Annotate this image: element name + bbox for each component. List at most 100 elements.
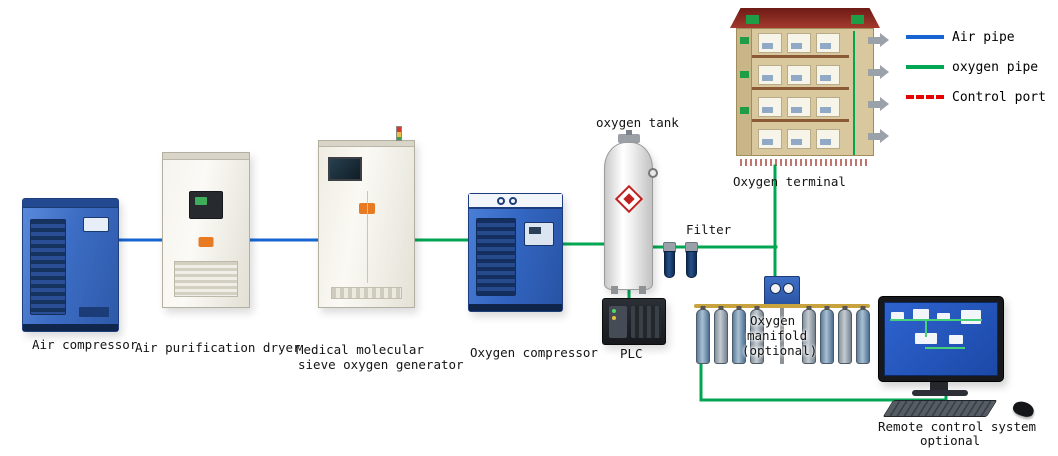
brand-ring-icon [497, 197, 505, 205]
oxygen-manifold-label-line2: manifold [747, 328, 808, 343]
monitor-base [912, 390, 968, 396]
scada-line [890, 319, 982, 321]
building-caption-text [740, 159, 870, 166]
manifold-header-pipe [694, 304, 870, 308]
dryer-control-panel [189, 191, 223, 219]
scada-line [925, 347, 965, 349]
oxygen-manifold-label-line1: Oxygen [750, 313, 796, 328]
oxygen-generator-label-line2: sieve oxygen generator [298, 357, 464, 372]
monitor [878, 296, 1004, 382]
scada-node-icon [913, 309, 929, 320]
keyboard [882, 400, 998, 417]
oxygen-compressor-vent-grille [476, 218, 516, 296]
outlet-arrow-icon [868, 97, 889, 111]
legend-label: oxygen pipe [952, 59, 1039, 75]
ward-room-icon [816, 65, 840, 85]
outlet-arrow-icon [868, 65, 889, 79]
plc-status-led-icon [612, 309, 616, 313]
ward-room-icon [787, 33, 811, 53]
building-body [736, 28, 889, 156]
oxygen-generator-unit [318, 126, 415, 308]
filter-label: Filter [686, 222, 732, 237]
outlet-arrow-icon [868, 33, 889, 47]
legend-label: Control port [952, 89, 1046, 105]
dryer-top-panel [163, 153, 249, 160]
plc-io-module [631, 306, 661, 338]
legend-item-control-port: Control port [906, 88, 1056, 106]
manifold-control-box [764, 276, 800, 306]
filter-canister-icon [685, 242, 698, 278]
monitor-neck [930, 382, 948, 391]
ward-room-icon [787, 129, 811, 149]
tank-valve-icon [617, 134, 640, 143]
oxygen-manifold-label-line3: (optional) [742, 343, 818, 358]
oxygen-compressor-control-panel [524, 222, 554, 246]
pressure-gauge-icon [648, 168, 658, 178]
filter-canister-icon [663, 242, 676, 278]
air-pipe-swatch-icon [906, 35, 944, 39]
building-roof [730, 8, 880, 28]
dryer-vent-grille [174, 261, 238, 297]
building-floor [752, 93, 849, 122]
filter-assembly [660, 236, 706, 280]
building-oxygen-riser-pipe [853, 31, 855, 155]
gas-cylinder-icon [732, 309, 746, 364]
air-compressor-base [23, 324, 118, 331]
oxygen-compressor-base [469, 304, 562, 311]
air-purification-dryer-label: Air purification dryer [135, 340, 301, 355]
legend: Air pipe oxygen pipe Control port [906, 28, 1056, 118]
building-floor [752, 125, 849, 154]
gas-cylinder-icon [820, 309, 834, 364]
gas-cylinder-icon [802, 309, 816, 364]
ward-room-icon [758, 129, 782, 149]
roof-sign-icon [851, 15, 864, 24]
remote-control-label-line2: optional [920, 433, 981, 448]
legend-item-air-pipe: Air pipe [906, 28, 1056, 46]
generator-top-panel [319, 141, 414, 147]
oxygen-terminal-building [730, 8, 889, 168]
generator-hmi-screen [328, 157, 362, 181]
ward-room-icon [787, 65, 811, 85]
oxygen-compressor-brand-band [469, 194, 562, 209]
gas-cylinder-icon [714, 309, 728, 364]
scada-node-icon [949, 335, 963, 344]
scada-node-icon [961, 310, 981, 324]
gas-cylinder-icon [750, 309, 764, 364]
plc-controller [602, 298, 666, 345]
remote-control-station [878, 296, 1038, 422]
monitor-screen [884, 302, 998, 376]
gas-cylinder-icon [838, 309, 852, 364]
air-purification-dryer-unit [162, 152, 250, 308]
legend-item-oxygen-pipe: oxygen pipe [906, 58, 1056, 76]
floor-tag-icon [740, 71, 749, 78]
plc-label: PLC [620, 346, 643, 361]
oxygen-pipe-swatch-icon [906, 65, 944, 69]
ward-room-icon [816, 33, 840, 53]
floor-tag-icon [740, 37, 749, 44]
scada-node-icon [915, 333, 937, 344]
air-compressor-label: Air compressor [32, 337, 138, 352]
oxygen-generator-label-line1: Medical molecular [296, 342, 424, 357]
legend-label: Air pipe [952, 29, 1015, 45]
ward-room-icon [787, 97, 811, 117]
manifold-stand-pole [780, 306, 784, 364]
ward-room-icon [758, 33, 782, 53]
oxygen-compressor-label: Oxygen compressor [470, 345, 598, 360]
mouse [1011, 399, 1036, 419]
air-compressor-display [83, 217, 109, 232]
floor-tag-icon [740, 107, 749, 114]
control-port-swatch-icon [906, 95, 944, 99]
air-compressor-vent-grille [30, 219, 66, 315]
scada-line [925, 321, 927, 337]
plc-cpu-module [609, 306, 627, 338]
scada-node-icon [937, 313, 950, 321]
ward-room-icon [816, 97, 840, 117]
ward-room-icon [758, 97, 782, 117]
oxygen-manifold-assembly [694, 276, 870, 368]
generator-vent-grille [331, 287, 402, 299]
tank-body [604, 142, 653, 290]
building-floor [752, 29, 849, 58]
tank-logo-icon [614, 184, 643, 214]
dryer-logo [198, 237, 214, 247]
